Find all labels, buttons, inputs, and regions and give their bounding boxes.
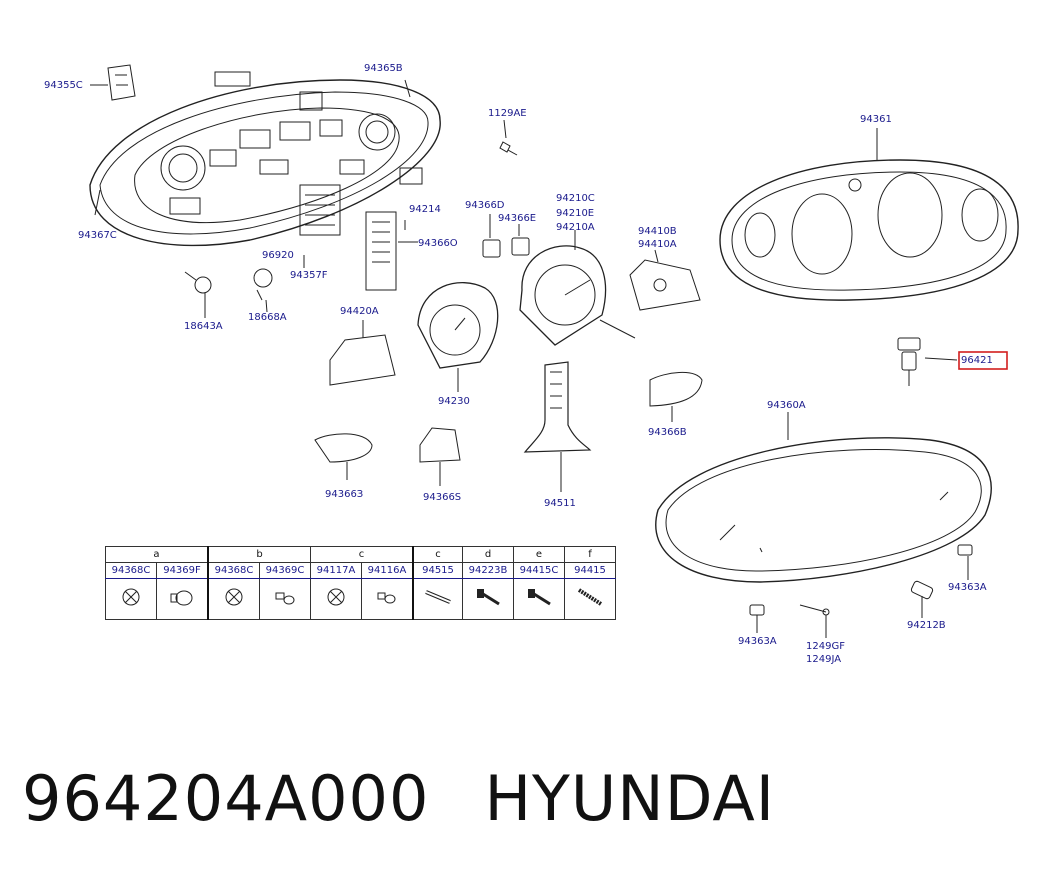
group-cell: a xyxy=(105,546,209,563)
table-code-row: 94368C 94369F 94368C 94369C 94117A 94116… xyxy=(105,562,616,579)
parts-table: a b c c d e f 94368C 94369F 94368C 94369… xyxy=(105,546,616,620)
cover-94366S xyxy=(419,427,461,463)
code-cell: 94415 xyxy=(564,562,616,579)
label-1249JA: 1249JA xyxy=(806,654,842,665)
gauge-94210A xyxy=(519,245,636,346)
group-cell: c xyxy=(412,546,463,563)
code-cell: 94368C xyxy=(207,562,260,579)
group-cell: c xyxy=(310,546,414,563)
faceplate-94361 xyxy=(719,159,1019,301)
part-number: 964204A000 xyxy=(22,762,430,835)
code-cell: 94368C xyxy=(105,562,157,579)
sensor-96421 xyxy=(897,337,921,386)
bulb-icon xyxy=(156,578,209,620)
label-94367C: 94367C xyxy=(78,230,117,241)
code-cell: 94223B xyxy=(462,562,514,579)
bulb-18643A xyxy=(184,271,212,294)
fuse-icon xyxy=(412,578,463,620)
label-94363A-right: 94363A xyxy=(948,582,987,593)
label-18643A: 18643A xyxy=(184,321,223,332)
bulb-icon xyxy=(259,578,311,620)
socket-icon xyxy=(310,578,362,620)
pin-94212B xyxy=(910,580,934,600)
label-94363A-bottom: 94363A xyxy=(738,636,777,647)
brand-name: HYUNDAI xyxy=(484,762,776,835)
lens-94366D xyxy=(482,239,501,258)
code-cell: 94116A xyxy=(361,562,414,579)
label-94357F: 94357F xyxy=(290,270,328,281)
label-18668A: 18668A xyxy=(248,312,287,323)
screw-icon xyxy=(564,578,616,620)
label-96421: 96421 xyxy=(961,355,993,366)
socket-icon xyxy=(207,578,260,620)
label-94511: 94511 xyxy=(544,498,576,509)
cover-94366B xyxy=(649,372,703,407)
label-1249GF: 1249GF xyxy=(806,641,845,652)
label-94210C: 94210C xyxy=(556,193,595,204)
group-cell: d xyxy=(462,546,514,563)
label-94366O: 94366O xyxy=(418,238,458,249)
label-94410B: 94410B xyxy=(638,226,677,237)
table-group-row: a b c c d e f xyxy=(105,546,616,563)
highlight-box-96421 xyxy=(958,351,1008,370)
cap-94363A xyxy=(957,544,973,556)
cluster-housing-rear xyxy=(89,71,441,247)
group-cell: b xyxy=(207,546,311,563)
code-cell: 94515 xyxy=(412,562,463,579)
label-94210A: 94210A xyxy=(556,222,595,233)
table-icon-row xyxy=(105,578,616,620)
bulb-icon xyxy=(361,578,414,620)
gauge-94230 xyxy=(417,281,499,369)
label-94366B: 94366B xyxy=(648,427,687,438)
circuit-94366O xyxy=(365,211,397,291)
code-cell: 94415C xyxy=(513,562,565,579)
label-94366-3: 94366З xyxy=(325,489,364,500)
label-94410A: 94410A xyxy=(638,239,677,250)
label-1129AE: 1129AE xyxy=(488,108,527,119)
label-94230: 94230 xyxy=(438,396,470,407)
label-94366E: 94366E xyxy=(498,213,537,224)
code-cell: 94369C xyxy=(259,562,311,579)
label-94360A: 94360A xyxy=(767,400,806,411)
label-94212B: 94212B xyxy=(907,620,946,631)
part-number-title: 964204A000 HYUNDAI xyxy=(22,762,830,835)
screw-icon xyxy=(513,578,565,620)
warning-strip-94511 xyxy=(523,361,592,453)
group-cell: f xyxy=(564,546,616,563)
screw-icon xyxy=(462,578,514,620)
code-cell: 94369F xyxy=(156,562,209,579)
label-94361: 94361 xyxy=(860,114,892,125)
bulb-18668A xyxy=(253,268,273,301)
label-94366S: 94366S xyxy=(423,492,462,503)
label-96920: 96920 xyxy=(262,250,294,261)
connector-94355C xyxy=(107,64,136,101)
cover-94366-3 xyxy=(314,433,373,463)
label-94355C: 94355C xyxy=(44,80,83,91)
lens-94366E xyxy=(511,237,530,256)
label-94366D: 94366D xyxy=(465,200,505,211)
label-94365B: 94365B xyxy=(364,63,403,74)
socket-icon xyxy=(105,578,157,620)
bracket-94410A xyxy=(629,259,701,311)
label-94210E: 94210E xyxy=(556,208,595,219)
plate-94420A xyxy=(329,334,396,386)
code-cell: 94117A xyxy=(310,562,362,579)
label-94420A: 94420A xyxy=(340,306,379,317)
screw-1249GF xyxy=(799,604,827,613)
group-cell: e xyxy=(513,546,565,563)
screw-1129AE xyxy=(499,141,518,156)
cap-94363A-bottom xyxy=(749,604,765,616)
label-94214: 94214 xyxy=(409,204,441,215)
lens-94360A xyxy=(655,437,992,583)
